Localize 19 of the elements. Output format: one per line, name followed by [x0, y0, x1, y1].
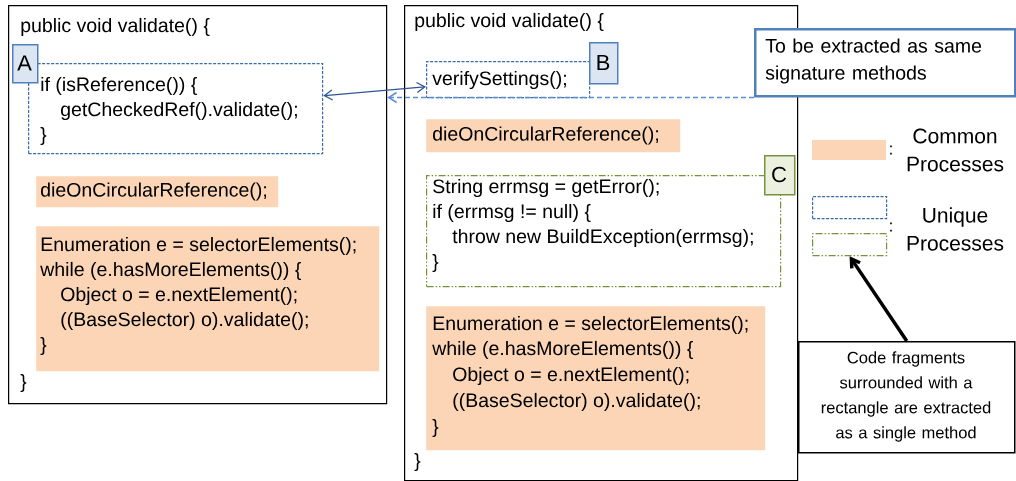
double-arrow: [323, 81, 426, 101]
colon: :: [890, 145, 892, 155]
highlighted-code-block: dieOnCircularReference();: [36, 176, 279, 208]
letter-tag: C: [764, 155, 796, 196]
letter-tag: B: [589, 42, 619, 85]
dashed-arrow: [387, 91, 755, 104]
highlighted-code-block: Enumeration e = selectorElements(); while (e.hasMoreElements()) { Object o = e.nextElement(); ((BaseSelector) o).validate(); }: [36, 226, 380, 372]
legend-sample: [812, 196, 888, 220]
highlighted-code-block: Enumeration e = selectorElements(); while (e.hasMoreElements()) { Object o = e.nextElement(); ((BaseSelector) o).validate(); }: [426, 306, 766, 451]
arrow: [849, 256, 909, 342]
colon: :: [890, 222, 892, 232]
letter-tag: A: [12, 44, 39, 84]
note-box: Code fragments surrounded with a rectangle are extracted as a single method: [798, 341, 1016, 454]
dashed-code-box: verifySettings();: [426, 61, 591, 99]
legend-label: Common Processes: [907, 128, 1004, 172]
callout-box: To be extracted as same signature methods: [754, 28, 1016, 98]
legend-label: Unique Processes: [907, 207, 1004, 251]
highlighted-code-block: dieOnCircularReference();: [426, 119, 681, 153]
legend-sample: [812, 233, 888, 257]
